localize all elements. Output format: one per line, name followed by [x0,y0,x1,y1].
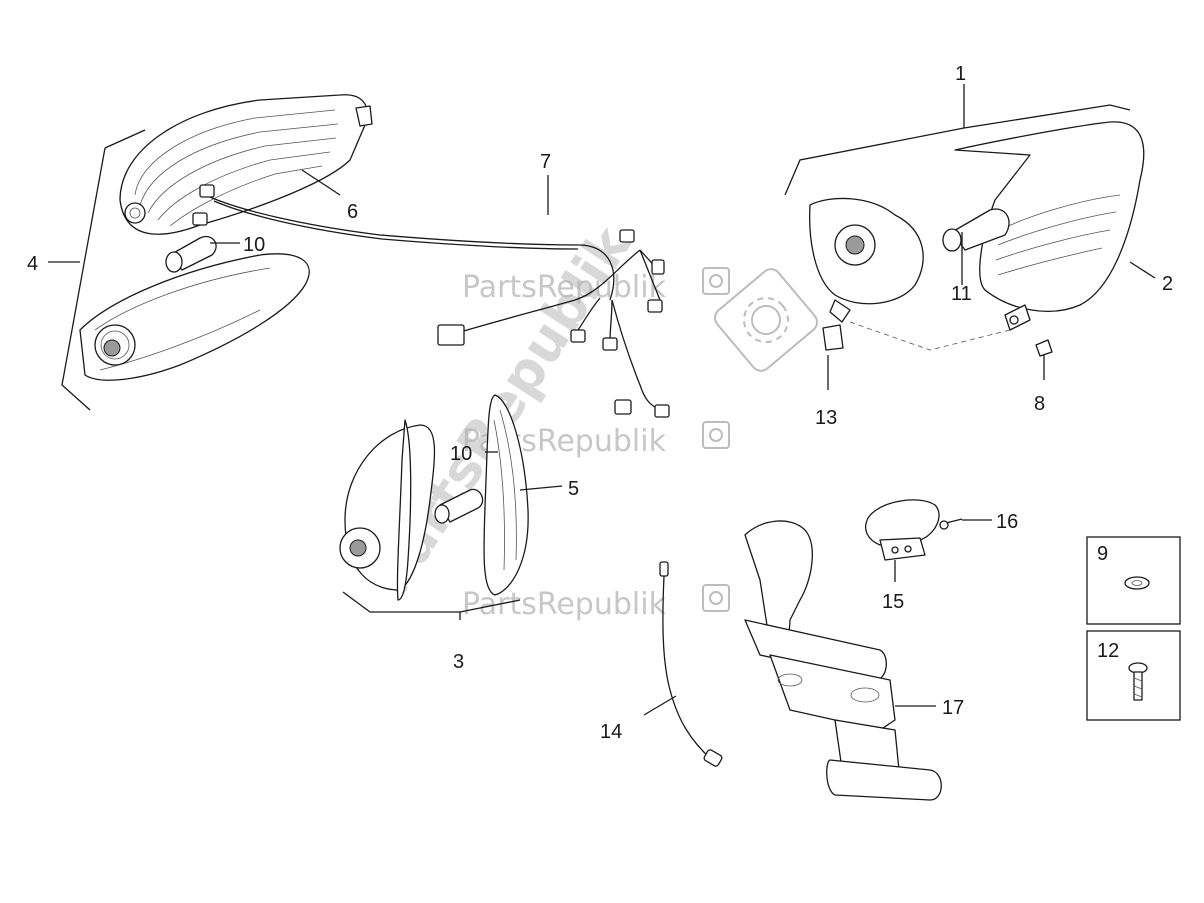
callout-14: 14 [600,721,622,743]
callout-4: 4 [27,253,38,275]
wiring-harness-part-7 [192,184,670,418]
part-1-tail-light-assembly [784,84,1145,390]
cable-part-14 [643,561,723,767]
indicator-housing-rear [339,424,436,591]
tail-light-bulb-part-11 [942,208,1010,252]
callout-9: 9 [1097,543,1108,565]
watermark-gear-icon [702,421,730,449]
part-4-front-indicator-assembly [61,94,373,411]
watermark-layer: PartsRepublik PartsRepublik PartsRepubli… [358,215,818,622]
callout-6: 6 [347,201,358,223]
callout-12: 12 [1097,640,1119,662]
part-3-rear-indicator-assembly [339,394,529,620]
screw-part-16 [939,518,992,530]
callout-10a: 10 [243,234,265,256]
indicator-lens-part-6 [119,94,373,235]
callout-2: 2 [1162,273,1173,295]
callout-16: 16 [996,511,1018,533]
callout-3: 3 [453,651,464,673]
indicator-housing [79,253,310,381]
indicator-lens-part-5 [483,394,529,596]
screw-part-8 [1035,339,1053,380]
tail-light-bracket [809,197,924,323]
tail-light-lens-part-2 [954,121,1145,331]
inset-box-part-9 [1086,536,1181,625]
callout-17: 17 [942,697,964,719]
callout-5: 5 [568,478,579,500]
watermark-large-gear-icon [714,268,818,372]
callout-labels: 1 2 3 4 5 6 7 8 9 10 10 11 12 13 14 15 1… [27,63,1173,743]
inset-box-part-12 [1086,630,1181,721]
watermark-top: PartsRepublik [462,270,667,305]
clip-part-13 [822,324,844,390]
callout-1: 1 [955,63,966,85]
license-plate-holder-part-17 [744,520,942,801]
callout-11: 11 [951,283,972,305]
bulb-part-10 [165,235,217,273]
watermark-gear-icon [702,584,730,612]
watermark-gear-icon [702,267,730,295]
callout-15: 15 [882,591,904,613]
callout-8: 8 [1034,393,1045,415]
plate-light-part-15 [865,499,940,582]
callout-13: 13 [815,407,837,429]
callout-10b: 10 [450,443,472,465]
callout-7: 7 [540,151,551,173]
leader-lines [48,169,1156,491]
bulb-part-10-rear [434,488,484,524]
